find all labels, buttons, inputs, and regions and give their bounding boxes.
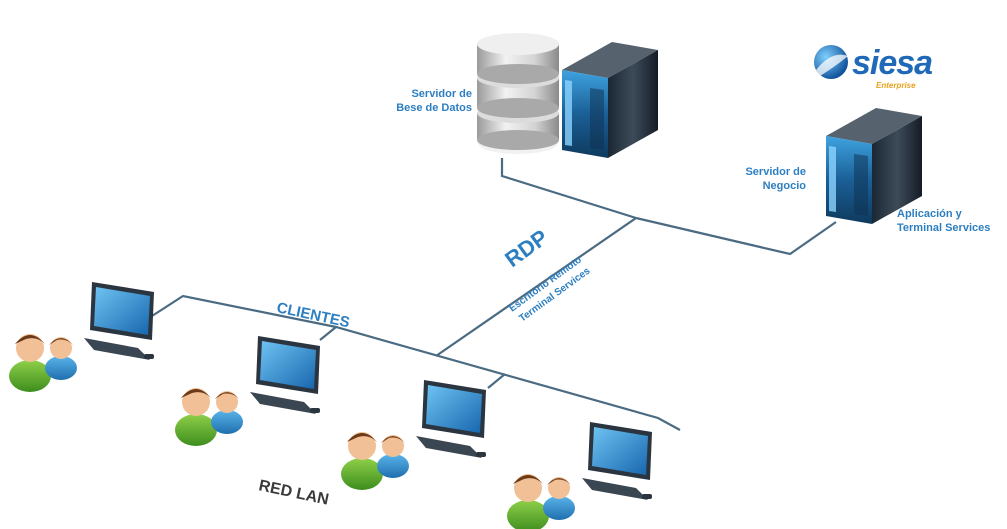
computer-icon — [582, 422, 652, 500]
client-workstation-1 — [9, 282, 154, 392]
app-label-line-1: Aplicación y — [897, 208, 962, 220]
users-icon — [175, 388, 243, 446]
logo-sub: Enterprise — [876, 81, 916, 90]
users-icon — [507, 474, 575, 529]
logo-word: siesa — [852, 44, 932, 82]
db-server-label-line-2: Bese de Datos — [396, 102, 472, 114]
rdp-link — [435, 217, 637, 357]
network-lines — [151, 158, 837, 431]
database-icon — [477, 33, 559, 154]
app-label-line-2: Terminal Services — [897, 222, 991, 234]
client-workstation-2 — [175, 336, 320, 446]
business-server-tower-icon — [826, 108, 922, 224]
users-icon — [9, 334, 77, 392]
db-server-label: Servidor de Bese de Datos — [380, 87, 472, 115]
client-workstation-4 — [507, 422, 652, 529]
computer-icon — [250, 336, 320, 414]
rdp-label: RDP — [500, 225, 552, 273]
client-2-drop — [319, 326, 337, 341]
siesa-logo: siesa Enterprise — [814, 44, 933, 90]
db-server-label-line-1: Servidor de — [411, 88, 472, 100]
computer-icon — [84, 282, 154, 360]
clientes-label: CLIENTES — [275, 299, 351, 331]
db-server-link — [500, 158, 637, 220]
client-3-drop — [487, 373, 506, 389]
computer-icon — [416, 380, 486, 458]
business-server-label-line-1: Servidor de — [745, 166, 806, 178]
backbone-line — [635, 216, 837, 256]
client-workstation-3 — [341, 380, 486, 490]
users-icon — [341, 432, 409, 490]
db-server-tower-icon — [562, 42, 658, 158]
red-lan-label: RED LAN — [257, 477, 330, 508]
app-label: Aplicación y Terminal Services — [897, 207, 1005, 235]
business-server-label-line-2: Negocio — [762, 180, 806, 192]
business-server-label: Servidor de Negocio — [712, 165, 806, 193]
